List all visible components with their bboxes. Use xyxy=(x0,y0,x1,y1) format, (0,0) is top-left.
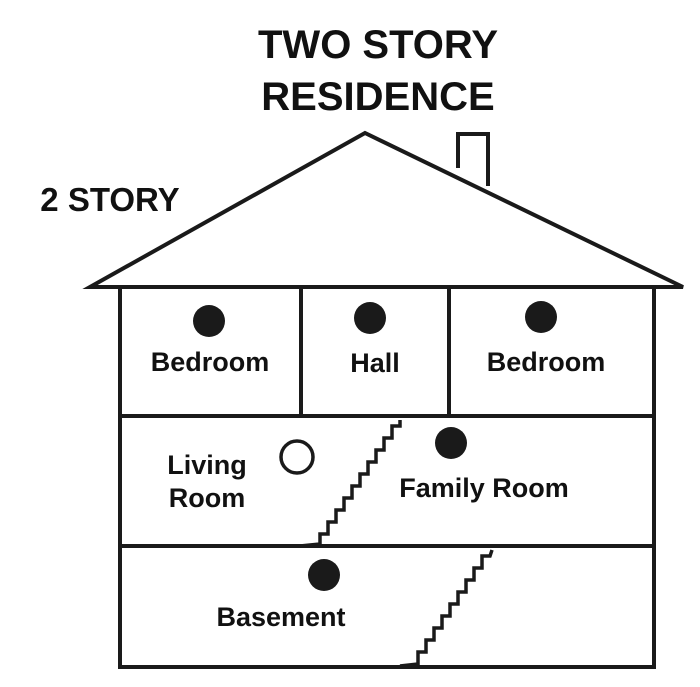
room-label-hall: Hall xyxy=(350,348,400,378)
marker-bedroom-left xyxy=(193,305,225,337)
marker-family-room xyxy=(435,427,467,459)
room-label-living-line-2: Room xyxy=(169,483,246,513)
room-label-family-room: Family Room xyxy=(399,473,569,503)
title-line-2: RESIDENCE xyxy=(261,75,494,119)
house-walls xyxy=(118,285,656,669)
room-label-bedroom-right: Bedroom xyxy=(487,347,606,377)
room-label-basement: Basement xyxy=(216,602,345,632)
marker-bedroom-right xyxy=(525,301,557,333)
chimney xyxy=(456,132,490,186)
room-label-bedroom-left: Bedroom xyxy=(151,347,270,377)
marker-hall xyxy=(354,302,386,334)
house-outline xyxy=(82,130,684,669)
room-label-living-line-1: Living xyxy=(167,450,247,480)
side-label: 2 STORY xyxy=(40,181,179,218)
title-line-1: TWO STORY xyxy=(258,23,498,67)
staircase-upper xyxy=(299,420,402,548)
marker-basement xyxy=(308,559,340,591)
marker-living-room xyxy=(279,439,315,475)
staircase-lower xyxy=(399,549,494,668)
